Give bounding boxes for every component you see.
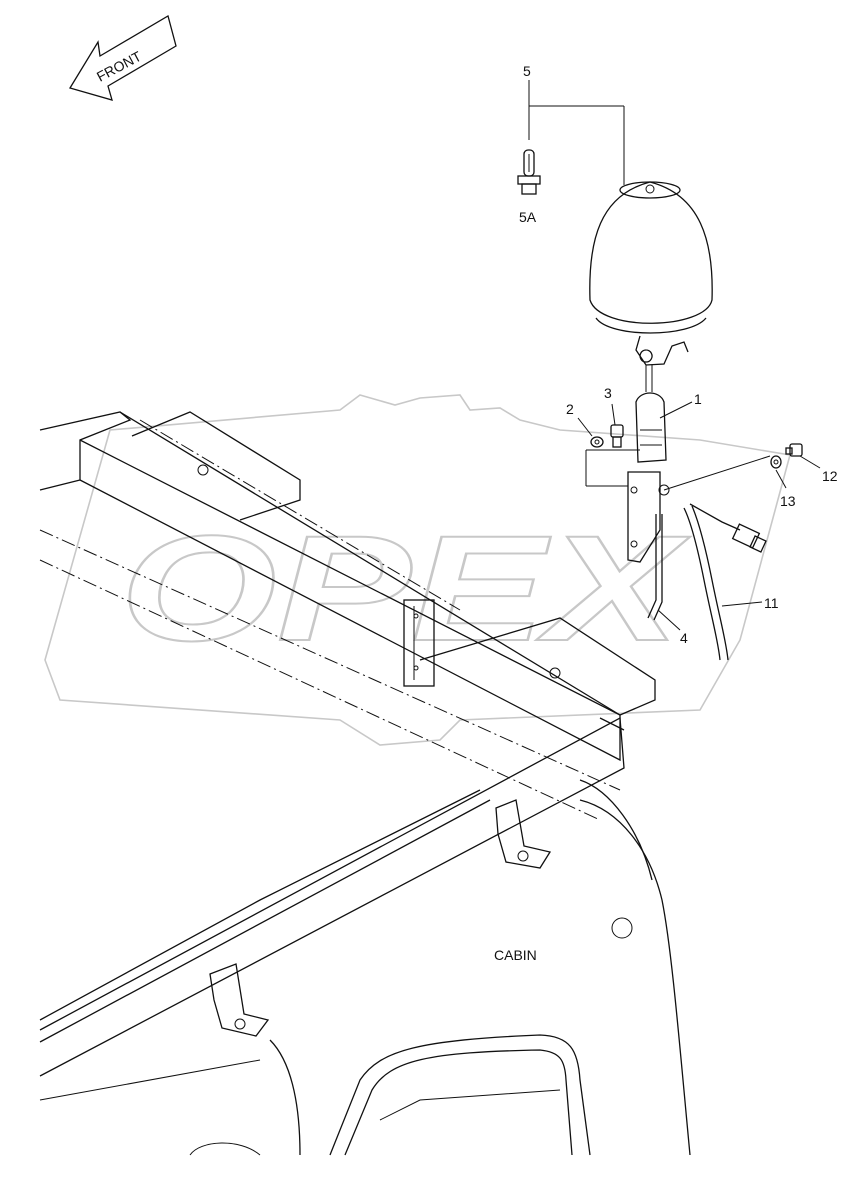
wire-harness-11 xyxy=(683,503,767,661)
washer-2-icon xyxy=(590,436,604,448)
watermark-text: OPEX xyxy=(120,504,691,672)
cabin-roof-frame xyxy=(39,411,691,1156)
callout-12-leader xyxy=(799,455,821,469)
callout-2-leader xyxy=(577,417,593,437)
callout-1: 1 xyxy=(694,391,702,407)
callout-1-leader xyxy=(659,401,693,419)
bolt-12-icon xyxy=(785,443,803,457)
callout-12: 12 xyxy=(822,468,838,484)
callout-3-leader xyxy=(611,403,616,426)
bulb-icon xyxy=(517,149,541,195)
callout-5-leader xyxy=(528,80,625,185)
callout-5a: 5A xyxy=(519,209,537,225)
wire-harness-4 xyxy=(647,514,663,621)
mounting-bracket xyxy=(627,392,670,563)
callout-3: 3 xyxy=(604,385,612,401)
callout-5: 5 xyxy=(523,63,531,79)
callout-13-leader xyxy=(775,469,787,489)
callout-13: 13 xyxy=(780,493,796,509)
washer-13-icon xyxy=(770,455,782,469)
callout-4: 4 xyxy=(680,630,688,646)
cabin-label: CABIN xyxy=(494,947,537,963)
callout-2: 2 xyxy=(566,401,574,417)
callout-11-leader xyxy=(721,601,763,607)
bolt-3-icon xyxy=(610,424,624,448)
callout-4-leader xyxy=(657,609,681,631)
beacon-lamp xyxy=(589,181,713,392)
callout-11: 11 xyxy=(764,595,779,611)
watermark-logo: OPEX xyxy=(44,394,792,746)
bracket-leader-4 xyxy=(663,455,771,491)
front-direction-arrow: FRONT xyxy=(69,15,177,101)
